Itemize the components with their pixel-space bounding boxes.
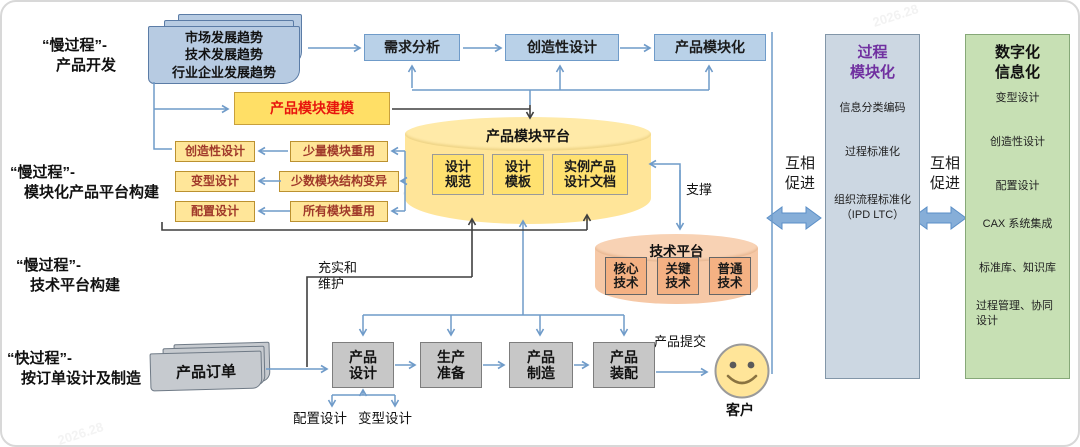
- phase-label-order-design: “快过程”- 按订单设计及制造: [7, 349, 141, 390]
- digital-panel-item: CAX 系统集成: [982, 218, 1053, 230]
- flow-box-product-assembly: 产品 装配: [593, 342, 655, 388]
- cylinder-top: [405, 117, 651, 151]
- flow-box-product-design: 产品 设计: [332, 342, 394, 388]
- process-panel-item: 过程标准化: [845, 146, 900, 158]
- customer-smiley-icon: [714, 343, 770, 399]
- phase-label-line2: 产品开发: [56, 57, 117, 75]
- phase-label-line1: “慢过程”-: [16, 257, 81, 274]
- watermark-text: 2026.28: [55, 419, 106, 447]
- support-label: 支撑: [686, 182, 713, 197]
- enrich-maintain-label: 充实和 维护: [318, 260, 358, 292]
- digitalization-panel: 数字化 信息化 变型设计 创造性设计 配置设计 CAX 系统集成 标准库、知识库…: [965, 34, 1070, 379]
- phase-label-tech-platform: “慢过程”- 技术平台构建: [16, 256, 120, 297]
- double-arrow-icon: [766, 206, 822, 230]
- digital-panel-item: 配置设计: [995, 180, 1040, 192]
- config-design-label: 配置设计: [293, 411, 347, 426]
- digital-panel-item: 变型设计: [995, 92, 1040, 104]
- platform-item-instance-docs: 实例产品 设计文档: [552, 154, 628, 195]
- flow-box-requirement-analysis: 需求分析: [364, 34, 460, 61]
- module-modeling-box: 产品模块建模: [234, 92, 390, 125]
- digital-panel-title: 数字化 信息化: [994, 44, 1040, 81]
- customer-label: 客户: [726, 402, 754, 418]
- module-platform-title: 产品模块平台: [486, 128, 570, 144]
- trend-docs-text: 市场发展趋势 技术发展趋势 行业企业发展趋势: [148, 26, 300, 84]
- process-panel-item: 组织流程标准化 （IPD LTC）: [834, 194, 911, 221]
- reuse-mode-structure-variation: 少数模块结构变异: [279, 171, 399, 192]
- order-docs-text: 产品订单: [149, 350, 263, 392]
- phase-label-line2: 模块化产品平台构建: [24, 184, 160, 202]
- digital-panel-item: 标准库、知识库: [979, 262, 1056, 274]
- tech-item-core: 核心 技术: [605, 257, 647, 295]
- flow-box-creative-design: 创造性设计: [505, 34, 619, 61]
- platform-item-design-specs: 设计 规范: [432, 154, 484, 195]
- process-panel-title: 过程 模块化: [849, 44, 895, 81]
- phase-label-line2: 按订单设计及制造: [21, 370, 142, 388]
- phase-label-line1: “快过程”-: [7, 350, 72, 367]
- process-panel-item: 信息分类编码: [839, 102, 906, 114]
- mutual-promotion-label: 互相 促进: [929, 155, 960, 192]
- tech-item-key: 关键 技术: [657, 257, 699, 295]
- design-mode-creative: 创造性设计: [175, 141, 255, 162]
- platform-item-design-templates: 设计 模板: [492, 154, 544, 195]
- digital-panel-item: 创造性设计: [990, 136, 1045, 148]
- flow-box-production-prep: 生产 准备: [420, 342, 482, 388]
- mutual-promotion-label: 互相 促进: [784, 155, 815, 192]
- flow-box-product-modularization: 产品模块化: [654, 34, 766, 61]
- watermark-text: 2026.28: [870, 1, 921, 30]
- flow-box-product-manufacture: 产品 制造: [509, 342, 573, 388]
- phase-label-line2: 技术平台构建: [30, 277, 121, 295]
- variant-design-label: 变型设计: [358, 411, 412, 426]
- phase-label-line1: “慢过程”-: [10, 164, 75, 181]
- design-mode-configuration: 配置设计: [175, 201, 255, 222]
- phase-label-product-development: “慢过程”- 产品开发: [42, 36, 116, 77]
- tech-platform-title: 技术平台: [649, 244, 704, 259]
- tech-item-common: 普通 技术: [709, 257, 751, 295]
- reuse-mode-all-modules: 所有模块重用: [290, 201, 388, 222]
- design-mode-variant: 变型设计: [175, 171, 255, 192]
- phase-label-line1: “慢过程”-: [42, 37, 107, 54]
- process-modularization-panel: 过程 模块化 信息分类编码 过程标准化 组织流程标准化 （IPD LTC）: [825, 34, 920, 379]
- phase-label-module-platform: “慢过程”- 模块化产品平台构建: [10, 163, 159, 204]
- product-submit-label: 产品提交: [654, 334, 707, 349]
- reuse-mode-few-modules: 少量模块重用: [290, 141, 388, 162]
- digital-panel-item: 过程管理、协同 设计: [976, 300, 1053, 327]
